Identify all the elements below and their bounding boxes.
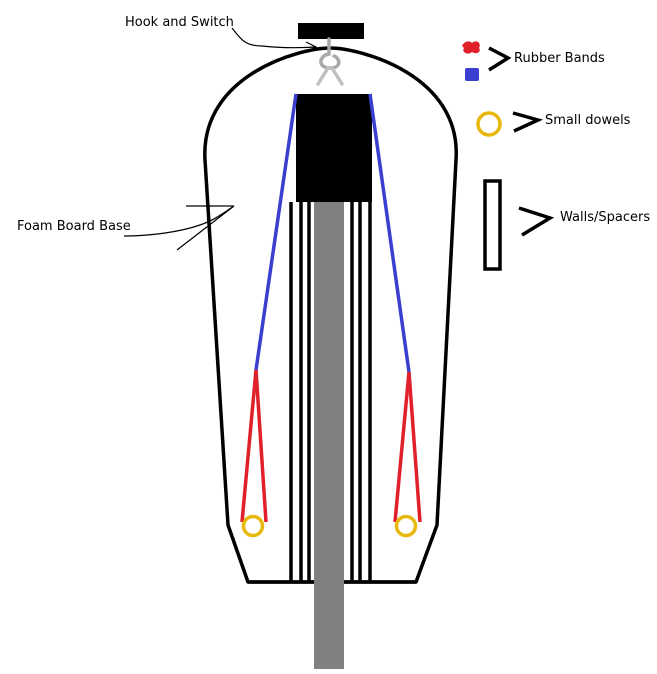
rubber-band-blue-left bbox=[254, 93, 298, 371]
rubber-bands-arrow bbox=[488, 46, 512, 72]
rubber-band-legend-icon bbox=[462, 41, 480, 81]
dowel-legend-icon bbox=[476, 111, 502, 137]
walls-spacers-arrow bbox=[518, 206, 555, 237]
rubber-bands-label: Rubber Bands bbox=[514, 51, 605, 66]
rubber-band-red-left bbox=[240, 369, 268, 523]
guide-rails bbox=[289, 202, 372, 582]
slider-block bbox=[296, 94, 372, 202]
center-shaft bbox=[314, 202, 344, 669]
foam-base-pointer bbox=[123, 205, 235, 251]
rubber-band-red-right bbox=[393, 371, 422, 523]
small-dowels-arrow bbox=[512, 111, 544, 133]
hook-icon bbox=[316, 37, 344, 86]
foam-board-outline bbox=[203, 46, 458, 584]
rubber-band-blue-right bbox=[368, 93, 411, 373]
hook-switch-label: Hook and Switch bbox=[125, 15, 234, 30]
hook-switch-pointer bbox=[231, 27, 318, 53]
wall-spacer-legend-icon bbox=[483, 179, 502, 271]
dowel-left bbox=[241, 514, 265, 538]
switch-bar bbox=[298, 23, 364, 39]
dowel-right bbox=[394, 514, 418, 538]
small-dowels-label: Small dowels bbox=[545, 113, 631, 128]
foam-base-label: Foam Board Base bbox=[17, 219, 131, 234]
walls-spacers-label: Walls/Spacers bbox=[560, 210, 651, 225]
